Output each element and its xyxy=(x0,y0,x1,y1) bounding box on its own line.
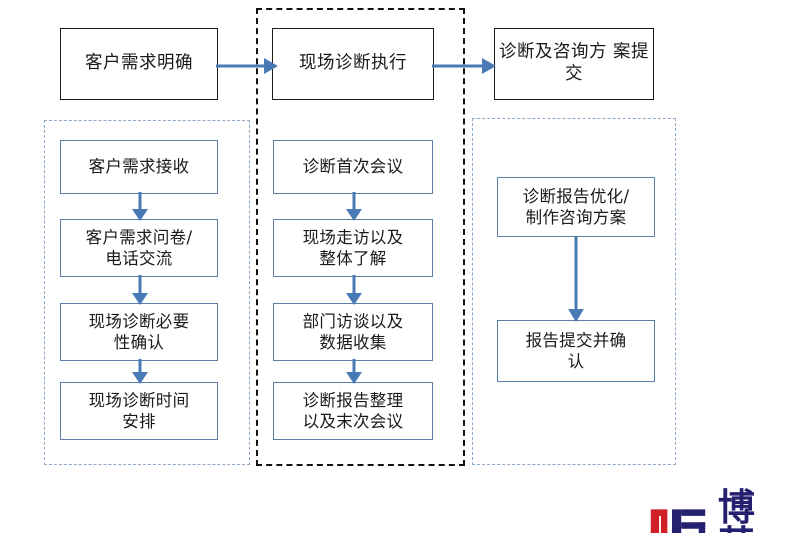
bg-logo-icon xyxy=(650,509,706,533)
step-l3-line1: 现场诊断必要 xyxy=(88,311,190,331)
step-r2-label: 报告提交并确 认 xyxy=(526,330,627,372)
lane-left-container xyxy=(44,120,250,465)
step-r2-line1: 报告提交并确 xyxy=(525,330,627,350)
phase-2-label: 现场诊断执行 xyxy=(299,53,407,74)
logo-text: 博革 xyxy=(717,486,756,533)
step-box-m3[interactable]: 部门访谈以及 数据收集 xyxy=(273,303,433,361)
phase-3-label-line2: 案提交 xyxy=(565,42,650,84)
step-box-l3[interactable]: 现场诊断必要 性确认 xyxy=(60,303,218,361)
step-box-l1[interactable]: 客户需求接收 xyxy=(60,140,218,194)
lane-right-container xyxy=(472,118,676,465)
step-l4-label: 现场诊断时间 安排 xyxy=(89,390,190,432)
lane-middle-container xyxy=(256,8,465,466)
step-box-l4[interactable]: 现场诊断时间 安排 xyxy=(60,382,218,440)
step-l3-label: 现场诊断必要 性确认 xyxy=(89,311,190,353)
step-m1-line1: 诊断首次会议 xyxy=(302,157,404,177)
arrow-l3-l4 xyxy=(132,359,148,384)
step-box-m4[interactable]: 诊断报告整理 以及末次会议 xyxy=(273,382,433,440)
step-m3-line2: 数据收集 xyxy=(319,333,387,352)
arrow-m2-m3 xyxy=(346,275,362,305)
step-r1-line2: 制作咨询方案 xyxy=(525,208,627,227)
step-box-l2[interactable]: 客户需求问卷/ 电话交流 xyxy=(60,219,218,277)
step-box-r2[interactable]: 报告提交并确 认 xyxy=(497,320,655,382)
arrow-r1-r2 xyxy=(568,236,584,322)
step-l2-label: 客户需求问卷/ 电话交流 xyxy=(86,227,193,269)
step-r1-label: 诊断报告优化/ 制作咨询方案 xyxy=(523,186,630,228)
phase-3-label: 诊断及咨询方 案提交 xyxy=(495,42,653,86)
step-m4-label: 诊断报告整理 以及末次会议 xyxy=(303,390,404,432)
step-box-m1[interactable]: 诊断首次会议 xyxy=(273,140,433,194)
step-m4-line2: 以及末次会议 xyxy=(302,412,404,431)
phase-1-label: 客户需求明确 xyxy=(85,53,193,74)
arrow-m1-m2 xyxy=(346,192,362,221)
step-m2-label: 现场走访以及 整体了解 xyxy=(303,227,404,269)
step-l4-line2: 安排 xyxy=(122,412,156,431)
step-l1-line1: 客户需求接收 xyxy=(88,157,190,177)
step-r2-line2: 认 xyxy=(567,352,585,371)
step-m3-label: 部门访谈以及 数据收集 xyxy=(303,311,404,353)
step-l2-line2: 电话交流 xyxy=(105,249,173,268)
step-box-m2[interactable]: 现场走访以及 整体了解 xyxy=(273,219,433,277)
company-logo: 博革 xyxy=(648,489,788,533)
arrow-m3-m4 xyxy=(346,359,362,384)
phase-box-3[interactable]: 诊断及咨询方 案提交 xyxy=(494,28,654,100)
step-l1-label: 客户需求接收 xyxy=(89,156,190,177)
arrow-phase1-phase2 xyxy=(216,58,278,74)
phase-box-2[interactable]: 现场诊断执行 xyxy=(272,28,434,100)
arrow-l1-l2 xyxy=(132,192,148,221)
arrow-phase2-phase3 xyxy=(432,58,496,74)
step-r1-line1: 诊断报告优化/ xyxy=(522,186,630,206)
step-l3-line2: 性确认 xyxy=(113,333,165,352)
step-box-r1[interactable]: 诊断报告优化/ 制作咨询方案 xyxy=(497,177,655,237)
step-l4-line1: 现场诊断时间 xyxy=(88,390,190,410)
step-l2-line1: 客户需求问卷/ xyxy=(85,227,193,247)
step-m4-line1: 诊断报告整理 xyxy=(302,390,404,410)
step-m2-line1: 现场走访以及 xyxy=(302,227,404,247)
step-m3-line1: 部门访谈以及 xyxy=(302,311,404,331)
step-m1-label: 诊断首次会议 xyxy=(303,156,404,177)
arrow-l2-l3 xyxy=(132,275,148,305)
phase-3-label-line1: 诊断及咨询方 xyxy=(498,42,607,63)
phase-box-1[interactable]: 客户需求明确 xyxy=(60,28,218,100)
step-m2-line2: 整体了解 xyxy=(319,249,387,268)
